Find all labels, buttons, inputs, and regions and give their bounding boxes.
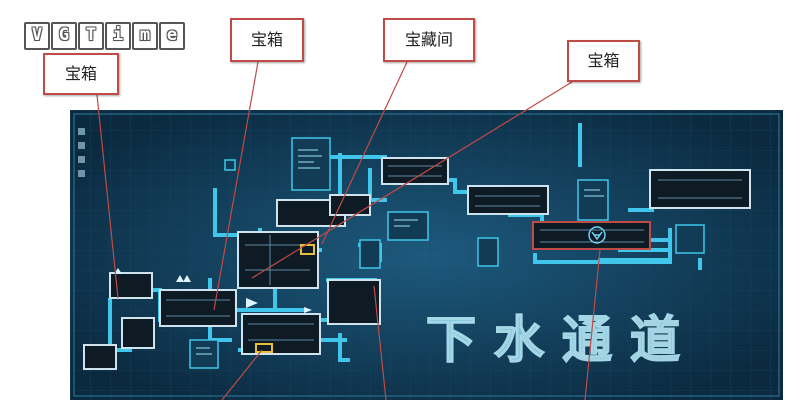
- arrow-icon: [176, 275, 184, 282]
- logo-letter-v: V: [24, 22, 50, 50]
- logo-letter-g: G: [51, 22, 77, 50]
- map-svg: 下水通道: [70, 110, 783, 400]
- highlighted-room[interactable]: [532, 221, 651, 250]
- room: [329, 194, 371, 216]
- room: [649, 169, 751, 209]
- logo-letter-m: m: [132, 22, 158, 50]
- room: [159, 289, 237, 327]
- map-menu-icon[interactable]: [78, 142, 85, 149]
- map-menu-icon[interactable]: [78, 128, 85, 135]
- room: [381, 157, 449, 185]
- room: [241, 313, 321, 355]
- room: [237, 231, 319, 289]
- logo-letter-e: e: [159, 22, 185, 50]
- room: [467, 185, 549, 215]
- map-menu-icon[interactable]: [78, 170, 85, 177]
- callout-treasure-room: 宝藏间: [383, 18, 475, 62]
- logo-letter-t: T: [78, 22, 104, 50]
- boss-emblem-icon: [588, 226, 606, 244]
- callout-chest-right: 宝箱: [567, 40, 640, 82]
- room: [121, 317, 155, 349]
- room: [109, 272, 153, 299]
- room: [327, 279, 381, 325]
- callout-chest-middle: 宝箱: [230, 18, 304, 62]
- callout-chest-left: 宝箱: [43, 53, 119, 95]
- arrow-icon: [304, 307, 312, 313]
- arrow-icon: [183, 275, 191, 282]
- map-menu-icon[interactable]: [78, 156, 85, 163]
- watermark-logo: V G T i m e: [24, 22, 185, 50]
- logo-letter-i: i: [105, 22, 131, 50]
- room: [83, 344, 117, 370]
- chest-marker-icon: [255, 343, 273, 353]
- area-title: 下水通道: [426, 311, 698, 369]
- game-map[interactable]: 下水通道: [70, 110, 783, 400]
